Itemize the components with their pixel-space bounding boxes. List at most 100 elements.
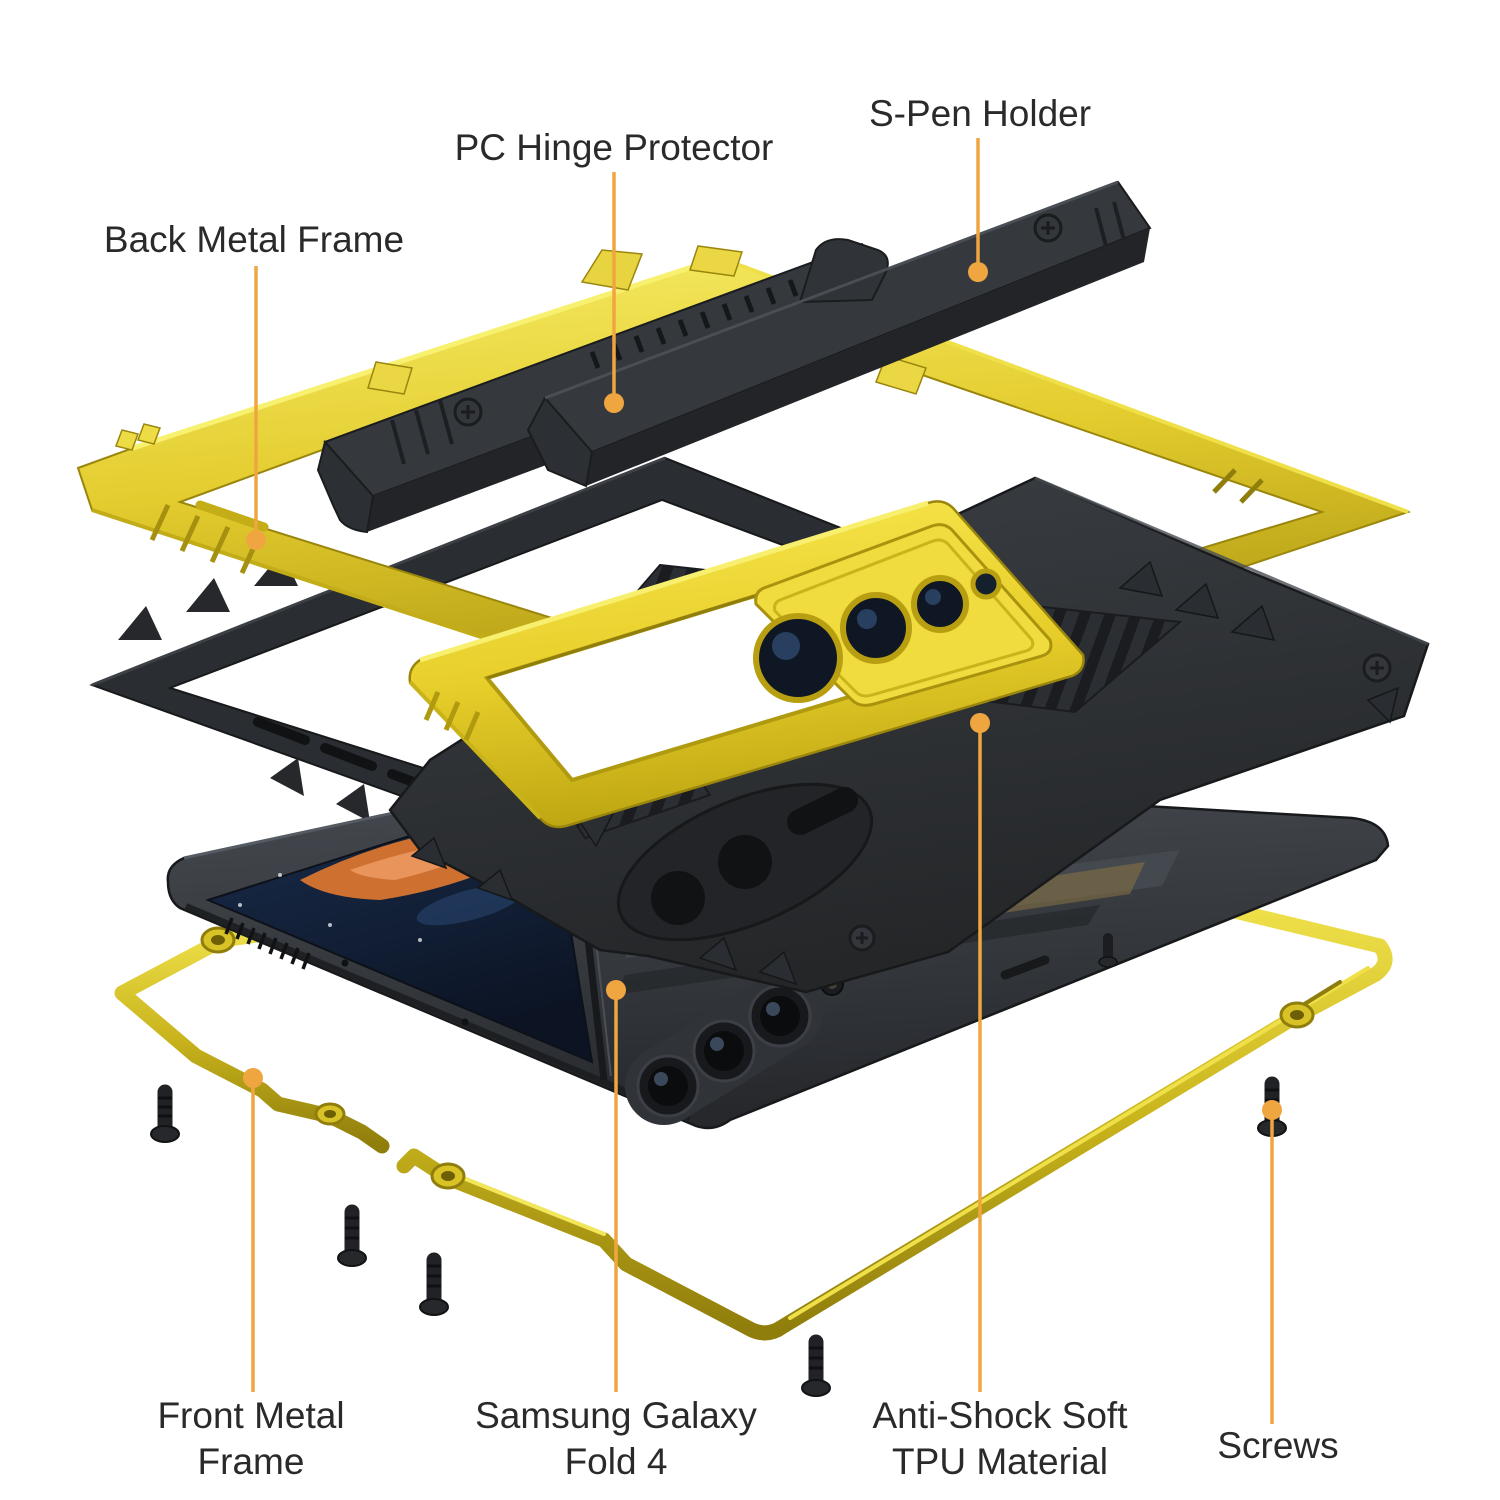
screw-emblem-icon (1362, 653, 1392, 683)
hinge-bar-rib (438, 399, 454, 445)
leader-dot (243, 1068, 263, 1088)
screw-boss (200, 926, 236, 954)
shell-camera-slot (787, 787, 858, 835)
leader-dot (1262, 1100, 1282, 1120)
shell-edge-highlight (1034, 476, 1429, 646)
label-samsung-galaxy-fold4: Samsung Galaxy Fold 4 (475, 1395, 757, 1482)
spen-bar-front-face (586, 228, 1150, 486)
frame-groove (1239, 478, 1264, 504)
frame-groove (149, 503, 171, 542)
frame-tooth (118, 606, 162, 640)
frame-slot (195, 500, 269, 532)
lens-glint (925, 589, 941, 605)
leader-dot (246, 530, 266, 550)
screw-boss (314, 1102, 346, 1126)
frame-tooth (336, 784, 370, 822)
vent-slot (655, 327, 667, 345)
screw-3 (419, 1252, 449, 1316)
screw-emblem-icon (453, 397, 483, 427)
front-frame-highlight (446, 1170, 606, 1236)
front-frame-highlight (788, 966, 1370, 1320)
frame-clip-tab (115, 429, 139, 451)
vent-slot (787, 279, 799, 297)
screw-boss (1279, 1001, 1315, 1029)
label-s-pen-holder: S-Pen Holder (869, 93, 1091, 134)
svg-text:Anti-Shock Soft: Anti-Shock Soft (872, 1395, 1128, 1436)
hinge-bar-nose (316, 439, 375, 534)
vent-slot (765, 287, 777, 305)
svg-text:Samsung Galaxy: Samsung Galaxy (475, 1395, 757, 1436)
shell-camera-recess (616, 782, 874, 942)
plate-groove (443, 701, 461, 731)
frame-clip-tab (137, 423, 161, 445)
svg-text:Fold 4: Fold 4 (565, 1441, 668, 1482)
vent-slot (677, 319, 689, 337)
frame-groove (209, 525, 231, 564)
screw-emblem-icon (1033, 213, 1063, 243)
plate-window-shadow (486, 590, 769, 680)
camera-bump (625, 972, 844, 1125)
speaker-grill (224, 917, 311, 970)
leader-dot (970, 713, 990, 733)
vent-slot (721, 303, 733, 321)
camera-plate-part (408, 500, 1085, 829)
wallpaper-star (418, 938, 422, 942)
plate-groove (463, 711, 481, 741)
mic-hole (341, 959, 349, 967)
labels: Back Metal Frame PC Hinge Protector S-Pe… (104, 93, 1339, 1482)
lens-glint (857, 609, 877, 629)
spen-bar-notch (1094, 207, 1108, 247)
frame-slot (320, 743, 377, 771)
phone-edge-seam (184, 903, 692, 1121)
frame-groove (179, 514, 201, 553)
label-back-metal-frame: Back Metal Frame (104, 219, 404, 260)
mini-screw (1098, 933, 1118, 968)
camera-lens-3 (748, 984, 812, 1048)
vent-slot (699, 311, 711, 329)
leader-dot (968, 262, 988, 282)
frame-tab (367, 361, 413, 395)
plate-camera-island (753, 523, 1053, 707)
hinge-bar-rib (390, 419, 406, 465)
label-pc-hinge-protector: PC Hinge Protector (455, 127, 774, 168)
frame-tab (689, 245, 743, 277)
vent-slot (633, 335, 645, 353)
plate-lens-hole-3 (911, 575, 969, 633)
sim-tray-slot (1000, 955, 1050, 980)
screw-2 (337, 1204, 367, 1267)
front-frame-right-rail (396, 898, 1393, 1341)
svg-text:Front Metal: Front Metal (157, 1395, 344, 1436)
shell-camera-hole (651, 871, 705, 925)
screw-4 (801, 1334, 831, 1397)
screw-boss (430, 1162, 466, 1190)
label-front-metal-frame: Front Metal Frame (157, 1395, 344, 1482)
spen-bar-notch (1112, 201, 1126, 241)
spen-bar-highlight (544, 180, 1119, 400)
plate-groove (423, 691, 441, 721)
spen-kickstand-clip (798, 238, 889, 304)
label-anti-shock-tpu: Anti-Shock Soft TPU Material (872, 1395, 1128, 1482)
screw-1 (150, 1084, 180, 1143)
plate-highlight (419, 500, 929, 663)
s-pen-holder-part (526, 180, 1152, 488)
lens-glint (772, 632, 800, 660)
spen-bar-nose (526, 396, 594, 488)
frame-tooth (270, 758, 304, 796)
hinge-bar-rib (414, 409, 430, 455)
shell-camera-hole (718, 835, 772, 889)
leader-lines (251, 138, 1274, 1424)
svg-text:Frame: Frame (198, 1441, 305, 1482)
camera-lens-2 (692, 1019, 756, 1083)
vent-slot (589, 351, 601, 369)
frame-tooth (186, 578, 230, 612)
wallpaper-star (238, 903, 242, 907)
mic-hole (461, 1018, 469, 1026)
wallpaper-star (328, 923, 332, 927)
leader-dot (606, 980, 626, 1000)
camera-lens-1 (636, 1054, 700, 1118)
plate-lens-hole-1 (753, 613, 843, 703)
frame-slot (253, 717, 310, 745)
vent-slot (743, 295, 755, 313)
leader-dot (604, 393, 624, 413)
